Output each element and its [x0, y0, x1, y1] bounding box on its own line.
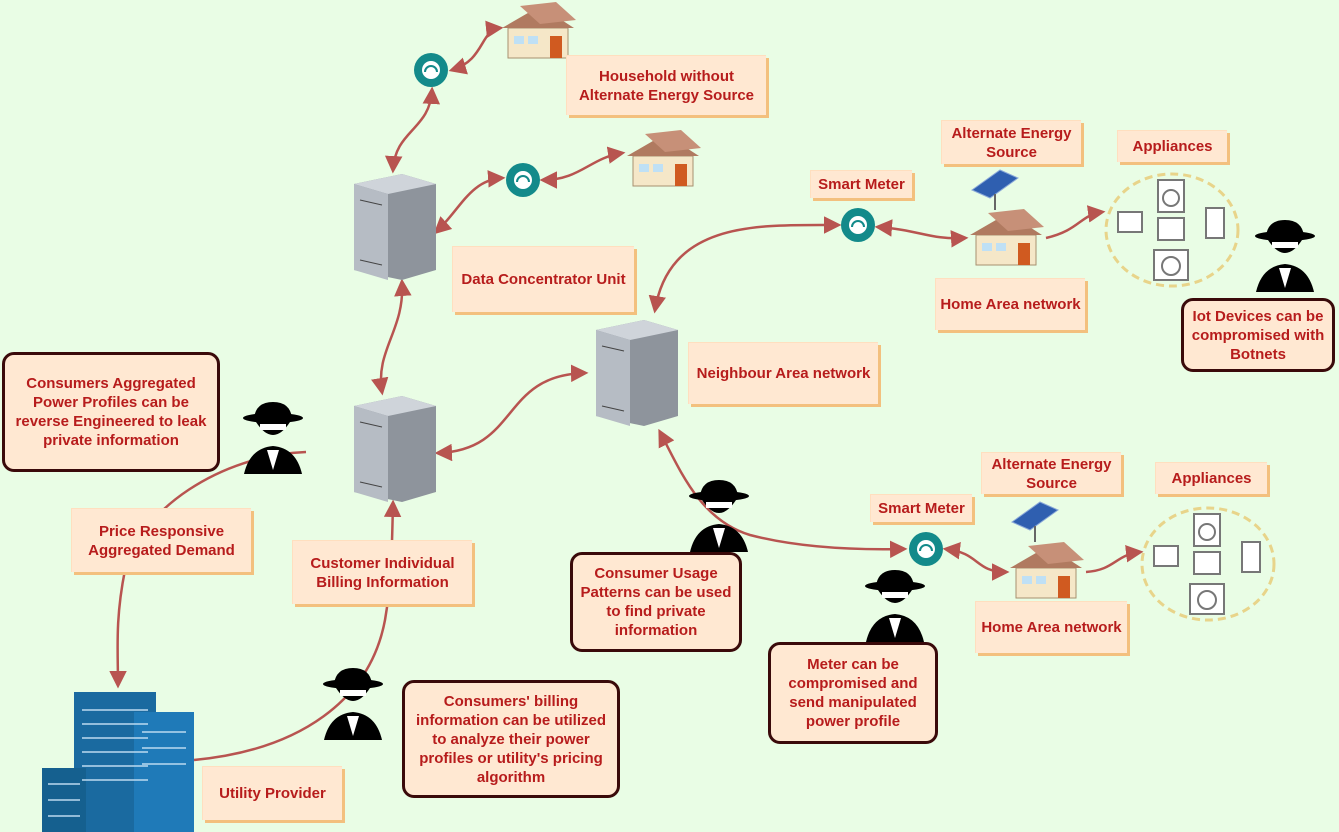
- appliances-group: [1140, 506, 1276, 622]
- label-appliances: Appliances: [1155, 462, 1267, 494]
- server-icon: [596, 320, 678, 426]
- edge-meter-house-top: [448, 20, 504, 75]
- house-icon: [627, 130, 701, 187]
- label-appliances: Appliances: [1117, 130, 1227, 162]
- utility-building-icon: [42, 692, 194, 832]
- label-home-area-network: Home Area network: [975, 601, 1127, 653]
- hacker-icon: [1255, 220, 1315, 292]
- smart-meter-icon: [909, 532, 943, 566]
- edge-house2-appliances2: [1085, 544, 1144, 574]
- edge-nan-meter2: [658, 428, 908, 559]
- edge-dcu-meter-top: [384, 86, 441, 174]
- note-iot-botnets: Iot Devices can be compromised with Botn…: [1181, 298, 1335, 372]
- label-neighbour-area-network: Neighbour Area network: [688, 342, 878, 404]
- label-customer-billing: Customer Individual Billing Information: [292, 540, 472, 604]
- note-aggregated-profiles: Consumers Aggregated Power Profiles can …: [2, 352, 220, 472]
- house-icon: [970, 209, 1044, 266]
- smart-meter-icon: [506, 163, 540, 197]
- label-home-area-network: Home Area network: [935, 278, 1085, 330]
- hacker-icon: [323, 668, 383, 740]
- note-billing-analysis: Consumers' billing information can be ut…: [402, 680, 620, 798]
- server-icon: [354, 396, 436, 502]
- hacker-icon: [243, 402, 303, 474]
- edge-mid-nan: [434, 364, 589, 462]
- solar-panel-icon: [970, 169, 1020, 210]
- smart-meter-icon: [841, 208, 875, 242]
- edge-dcu-meter-mid: [433, 170, 506, 235]
- house-icon: [502, 2, 576, 59]
- edge-dcu-mid: [371, 278, 412, 396]
- appliances-group: [1104, 172, 1240, 288]
- edge-meter-house-mid: [539, 146, 626, 189]
- note-meter-compromised: Meter can be compromised and send manipu…: [768, 642, 938, 744]
- label-alternate-energy-source: Alternate Energy Source: [981, 452, 1121, 494]
- solar-panel-icon: [1010, 501, 1060, 542]
- edge-meter1-house1: [874, 219, 969, 248]
- edge-meter2-house2: [942, 541, 1010, 581]
- hacker-icon: [689, 480, 749, 552]
- edge-nan-meter1: [648, 216, 842, 314]
- smart-meter-icon: [414, 53, 448, 87]
- house-icon: [1010, 542, 1084, 599]
- note-usage-patterns: Consumer Usage Patterns can be used to f…: [570, 552, 742, 652]
- label-household-no-alt: Household without Alternate Energy Sourc…: [566, 55, 766, 115]
- hacker-icon: [865, 570, 925, 642]
- label-utility-provider: Utility Provider: [202, 766, 342, 820]
- label-smart-meter: Smart Meter: [870, 494, 972, 522]
- label-data-concentrator-unit: Data Concentrator Unit: [452, 246, 634, 312]
- label-price-responsive-demand: Price Responsive Aggregated Demand: [71, 508, 251, 572]
- label-smart-meter: Smart Meter: [810, 170, 912, 198]
- edge-house1-appliances1: [1045, 205, 1106, 240]
- label-alternate-energy-source: Alternate Energy Source: [941, 120, 1081, 164]
- server-icon: [354, 174, 436, 280]
